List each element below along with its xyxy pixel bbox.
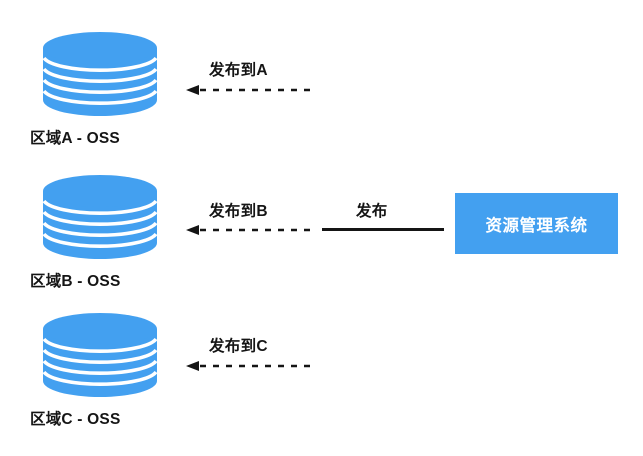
storage-node-label: 区域C - OSS (30, 411, 121, 428)
solid-line-publish-trunk (322, 228, 444, 231)
connector-label-publish-to-a: 发布到A (209, 62, 268, 79)
dashed-arrow-publish-to-b (186, 224, 312, 236)
connector-label-publish-trunk: 发布 (356, 203, 388, 220)
resource-management-system-box[interactable]: 资源管理系统 (455, 193, 618, 254)
storage-node-label: 区域A - OSS (30, 130, 120, 147)
dashed-arrow-publish-to-c (186, 360, 312, 372)
resource-management-system-label: 资源管理系统 (485, 216, 588, 235)
storage-node-region-a[interactable]: 区域A - OSS (28, 32, 188, 148)
dashed-arrow-publish-to-a (186, 84, 312, 96)
database-cylinder-icon (43, 32, 157, 116)
storage-node-label: 区域B - OSS (30, 273, 121, 290)
storage-node-region-b[interactable]: 区域B - OSS (28, 175, 188, 291)
database-cylinder-icon (43, 313, 157, 397)
connector-label-publish-to-b: 发布到B (209, 203, 268, 220)
database-cylinder-icon (43, 175, 157, 259)
connector-label-publish-to-c: 发布到C (209, 338, 268, 355)
storage-node-region-c[interactable]: 区域C - OSS (28, 313, 188, 429)
